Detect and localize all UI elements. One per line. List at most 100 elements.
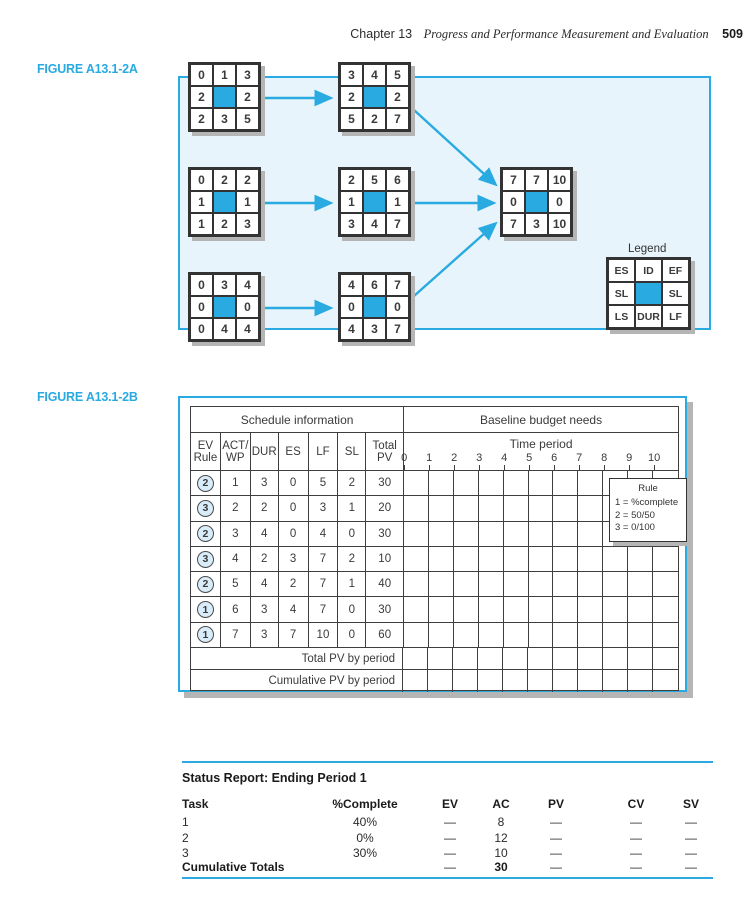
- arrow-2-5: [413, 109, 498, 187]
- budget-grid-cell: [453, 597, 479, 623]
- rule-2-label: 2 = 50/50: [615, 509, 655, 521]
- budget-grid-cell: [553, 648, 578, 671]
- schedule-value-cell: 7: [220, 622, 251, 649]
- budget-grid-cell: [628, 597, 654, 623]
- node-value-cell: 7: [386, 108, 409, 130]
- sr-cv-value: —: [630, 831, 642, 845]
- budget-grid-cell: [603, 546, 629, 573]
- node-value-cell: 7: [502, 169, 525, 191]
- sr-ev-value: —: [444, 815, 456, 829]
- sr-complete-value: 40%: [352, 815, 378, 829]
- schedule-value-cell: 1: [220, 471, 251, 497]
- budget-grid-cell: [404, 572, 430, 598]
- schedule-budget-table: Schedule information Baseline budget nee…: [190, 406, 679, 693]
- node-value-cell: 10: [548, 213, 571, 235]
- node-value-cell: 3: [340, 64, 363, 86]
- total-pv-row: Total PV by period: [191, 648, 678, 671]
- schedule-value-cell: 7: [278, 622, 309, 649]
- schedule-value-cell: 2: [220, 496, 251, 522]
- node-fill-cell: [363, 296, 386, 318]
- budget-grid-cell: [553, 496, 579, 522]
- ev-rule-circled-number: 1: [196, 626, 214, 644]
- ev-rule-circled-number: 2: [196, 474, 214, 492]
- node-value-cell: 4: [340, 274, 363, 296]
- node-value-cell: 4: [236, 274, 259, 296]
- node-value-cell: 3: [213, 274, 236, 296]
- node-value-cell: 2: [190, 108, 213, 130]
- budget-grid-cell: [603, 670, 628, 693]
- sr-col-task: Task: [182, 797, 209, 811]
- budget-grid-cell: [578, 622, 604, 649]
- budget-grid-cell: [429, 572, 454, 598]
- sr-ev-value: —: [444, 831, 456, 845]
- node-value-cell: ES: [608, 259, 635, 282]
- schedule-value-cell: 7: [308, 597, 339, 623]
- budget-grid-cell: [603, 648, 628, 671]
- cumulative-pv-row-label: Cumulative PV by period: [191, 670, 403, 693]
- node-value-cell: 7: [525, 169, 548, 191]
- budget-grid-cell: [429, 597, 454, 623]
- sr-cv-value: —: [630, 846, 642, 860]
- budget-table-panel: Schedule information Baseline budget nee…: [178, 396, 687, 693]
- node-value-cell: 1: [190, 213, 213, 235]
- node-value-cell: 2: [236, 169, 259, 191]
- budget-grid-cell: [478, 521, 504, 547]
- rule-box-title: Rule: [638, 483, 658, 494]
- table-column-header-row: EV Rule ACT/ WP DUR ES LF SL Total PV Ti…: [191, 433, 678, 471]
- schedule-value-cell: 2: [278, 572, 309, 598]
- time-period-tick: [429, 465, 431, 470]
- node-value-cell: 4: [363, 64, 386, 86]
- schedule-value-cell: 3: [220, 521, 251, 547]
- col-header-dur: DUR: [250, 433, 279, 471]
- time-period-tick-label: 9: [626, 452, 633, 464]
- schedule-value-cell: 7: [308, 572, 339, 598]
- time-period-tick-label: 6: [551, 452, 558, 464]
- time-period-tick-label: 1: [426, 452, 433, 464]
- node-value-cell: 2: [190, 86, 213, 108]
- ev-rule-cell: 2: [191, 572, 221, 598]
- node-value-cell: 6: [363, 274, 386, 296]
- sr-pv-value: —: [550, 831, 562, 845]
- budget-grid-cell: [429, 622, 454, 649]
- budget-grid-cell: [503, 622, 529, 649]
- budget-grid-cell: [429, 496, 454, 522]
- node-value-cell: 1: [386, 191, 409, 213]
- schedule-value-cell: 3: [250, 471, 279, 497]
- time-period-tick: [504, 465, 506, 470]
- schedule-value-cell: 0: [338, 521, 367, 547]
- budget-grid-cell: [528, 546, 554, 573]
- col-header-sl: SL: [338, 433, 367, 471]
- schedule-value-cell: 2: [338, 546, 367, 573]
- budget-grid-cell: [503, 471, 529, 497]
- ev-rule-circled-number: 1: [196, 601, 214, 619]
- node-value-cell: 0: [386, 296, 409, 318]
- budget-grid-cell: [404, 597, 430, 623]
- budget-grid-cell: [528, 521, 554, 547]
- budget-grid-cell: [478, 670, 503, 693]
- time-period-tick-label: 10: [648, 452, 661, 464]
- node-value-cell: 10: [548, 169, 571, 191]
- budget-grid-cell: [528, 648, 553, 671]
- time-period-tick: [554, 465, 556, 470]
- sr-pv-value: —: [550, 815, 562, 829]
- budget-grid-cell: [478, 648, 503, 671]
- budget-grid-cell: [528, 471, 554, 497]
- node-fill-cell: [213, 86, 236, 108]
- page-header: Chapter 13 Progress and Performance Meas…: [350, 27, 743, 42]
- budget-grid-cell: [578, 521, 604, 547]
- budget-grid-cell: [578, 597, 604, 623]
- sr-col-sv: SV: [682, 797, 700, 811]
- node-value-cell: 1: [236, 191, 259, 213]
- schedule-value-cell: 3: [250, 597, 279, 623]
- budget-grid-cell: [603, 597, 629, 623]
- budget-grid-cell: [553, 546, 579, 573]
